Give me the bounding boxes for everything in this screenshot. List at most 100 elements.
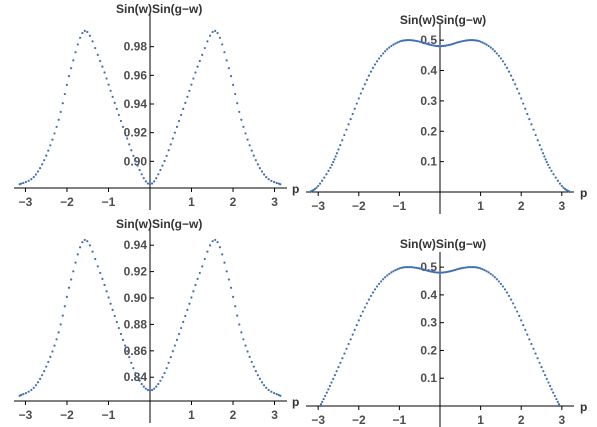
data-point	[499, 282, 503, 285]
data-point	[157, 382, 160, 386]
data-point	[59, 110, 62, 114]
x-tick-label: 3	[558, 413, 565, 427]
data-point	[450, 269, 453, 272]
data-point	[126, 137, 129, 140]
data-point	[275, 181, 278, 185]
data-point	[361, 87, 364, 90]
data-point	[182, 107, 185, 110]
data-point	[335, 370, 338, 373]
data-point	[173, 344, 177, 347]
data-point	[254, 370, 257, 373]
data-point	[177, 332, 181, 336]
data-point	[32, 176, 35, 179]
data-point	[256, 374, 259, 377]
data-point	[51, 350, 54, 353]
data-point	[105, 77, 108, 80]
data-point	[375, 285, 379, 288]
data-point	[34, 173, 38, 176]
data-point	[227, 278, 230, 281]
x-tick-label: −1	[393, 199, 407, 213]
data-point	[203, 257, 206, 261]
data-point	[365, 78, 369, 81]
data-point	[430, 43, 433, 47]
data-point	[528, 118, 531, 121]
data-point	[534, 133, 537, 137]
data-point	[413, 266, 416, 269]
data-point	[548, 166, 551, 169]
data-point	[45, 154, 48, 157]
data-point	[460, 267, 464, 270]
data-point	[435, 271, 438, 274]
data-point	[96, 265, 99, 268]
data-point	[443, 44, 447, 47]
data-point	[99, 59, 102, 63]
data-point	[250, 149, 253, 152]
data-point	[403, 39, 406, 42]
data-point	[423, 268, 426, 271]
data-point	[557, 403, 561, 406]
x-tick-label: −3	[19, 408, 33, 422]
data-point	[449, 43, 452, 46]
data-point	[394, 269, 397, 272]
data-point	[34, 384, 38, 387]
data-point	[30, 178, 33, 181]
data-point	[132, 154, 135, 157]
data-point	[398, 267, 401, 270]
data-point	[552, 391, 555, 394]
data-point	[70, 67, 73, 70]
data-point	[471, 39, 474, 42]
data-point	[474, 266, 477, 269]
y-axis-label: Sin(w)Sin(g−w)	[400, 237, 486, 251]
data-point	[377, 57, 381, 60]
data-point	[443, 271, 447, 274]
data-point	[459, 267, 462, 270]
data-point	[568, 190, 572, 194]
y-tick-label: 0.3	[420, 316, 437, 330]
data-point	[416, 267, 420, 270]
data-point	[343, 133, 346, 137]
data-point	[452, 269, 455, 272]
data-point	[553, 394, 556, 398]
data-point	[328, 384, 331, 388]
data-point	[511, 78, 515, 81]
data-point	[190, 83, 193, 86]
data-point	[165, 154, 168, 157]
data-point	[528, 338, 531, 341]
data-point	[505, 291, 509, 294]
data-point	[332, 377, 335, 381]
data-point	[363, 83, 366, 86]
data-point	[411, 266, 415, 269]
data-point	[552, 173, 555, 176]
data-point	[481, 41, 484, 44]
data-point	[188, 302, 191, 305]
data-point	[465, 39, 469, 42]
data-point	[406, 39, 409, 42]
data-point	[369, 70, 373, 73]
data-point	[142, 177, 145, 180]
x-tick-label: −3	[19, 195, 33, 209]
data-point	[410, 266, 413, 269]
data-point	[225, 270, 228, 273]
data-point	[489, 46, 492, 49]
x-tick-label: 2	[518, 199, 525, 213]
data-point	[43, 370, 46, 373]
data-point	[22, 393, 25, 396]
data-point	[267, 388, 270, 392]
data-point	[452, 42, 455, 45]
data-point	[545, 160, 548, 164]
data-point	[65, 83, 68, 86]
data-point	[405, 266, 408, 269]
data-point	[464, 39, 467, 42]
data-point	[420, 41, 423, 44]
data-point	[109, 302, 112, 305]
data-point	[76, 43, 79, 46]
data-point	[536, 139, 539, 142]
data-point	[196, 277, 199, 280]
data-point	[218, 36, 222, 39]
data-point	[371, 291, 375, 294]
x-tick-label: 2	[518, 413, 525, 427]
data-point	[41, 163, 44, 166]
data-point	[433, 44, 437, 47]
data-point	[148, 389, 152, 392]
data-point	[507, 294, 511, 298]
